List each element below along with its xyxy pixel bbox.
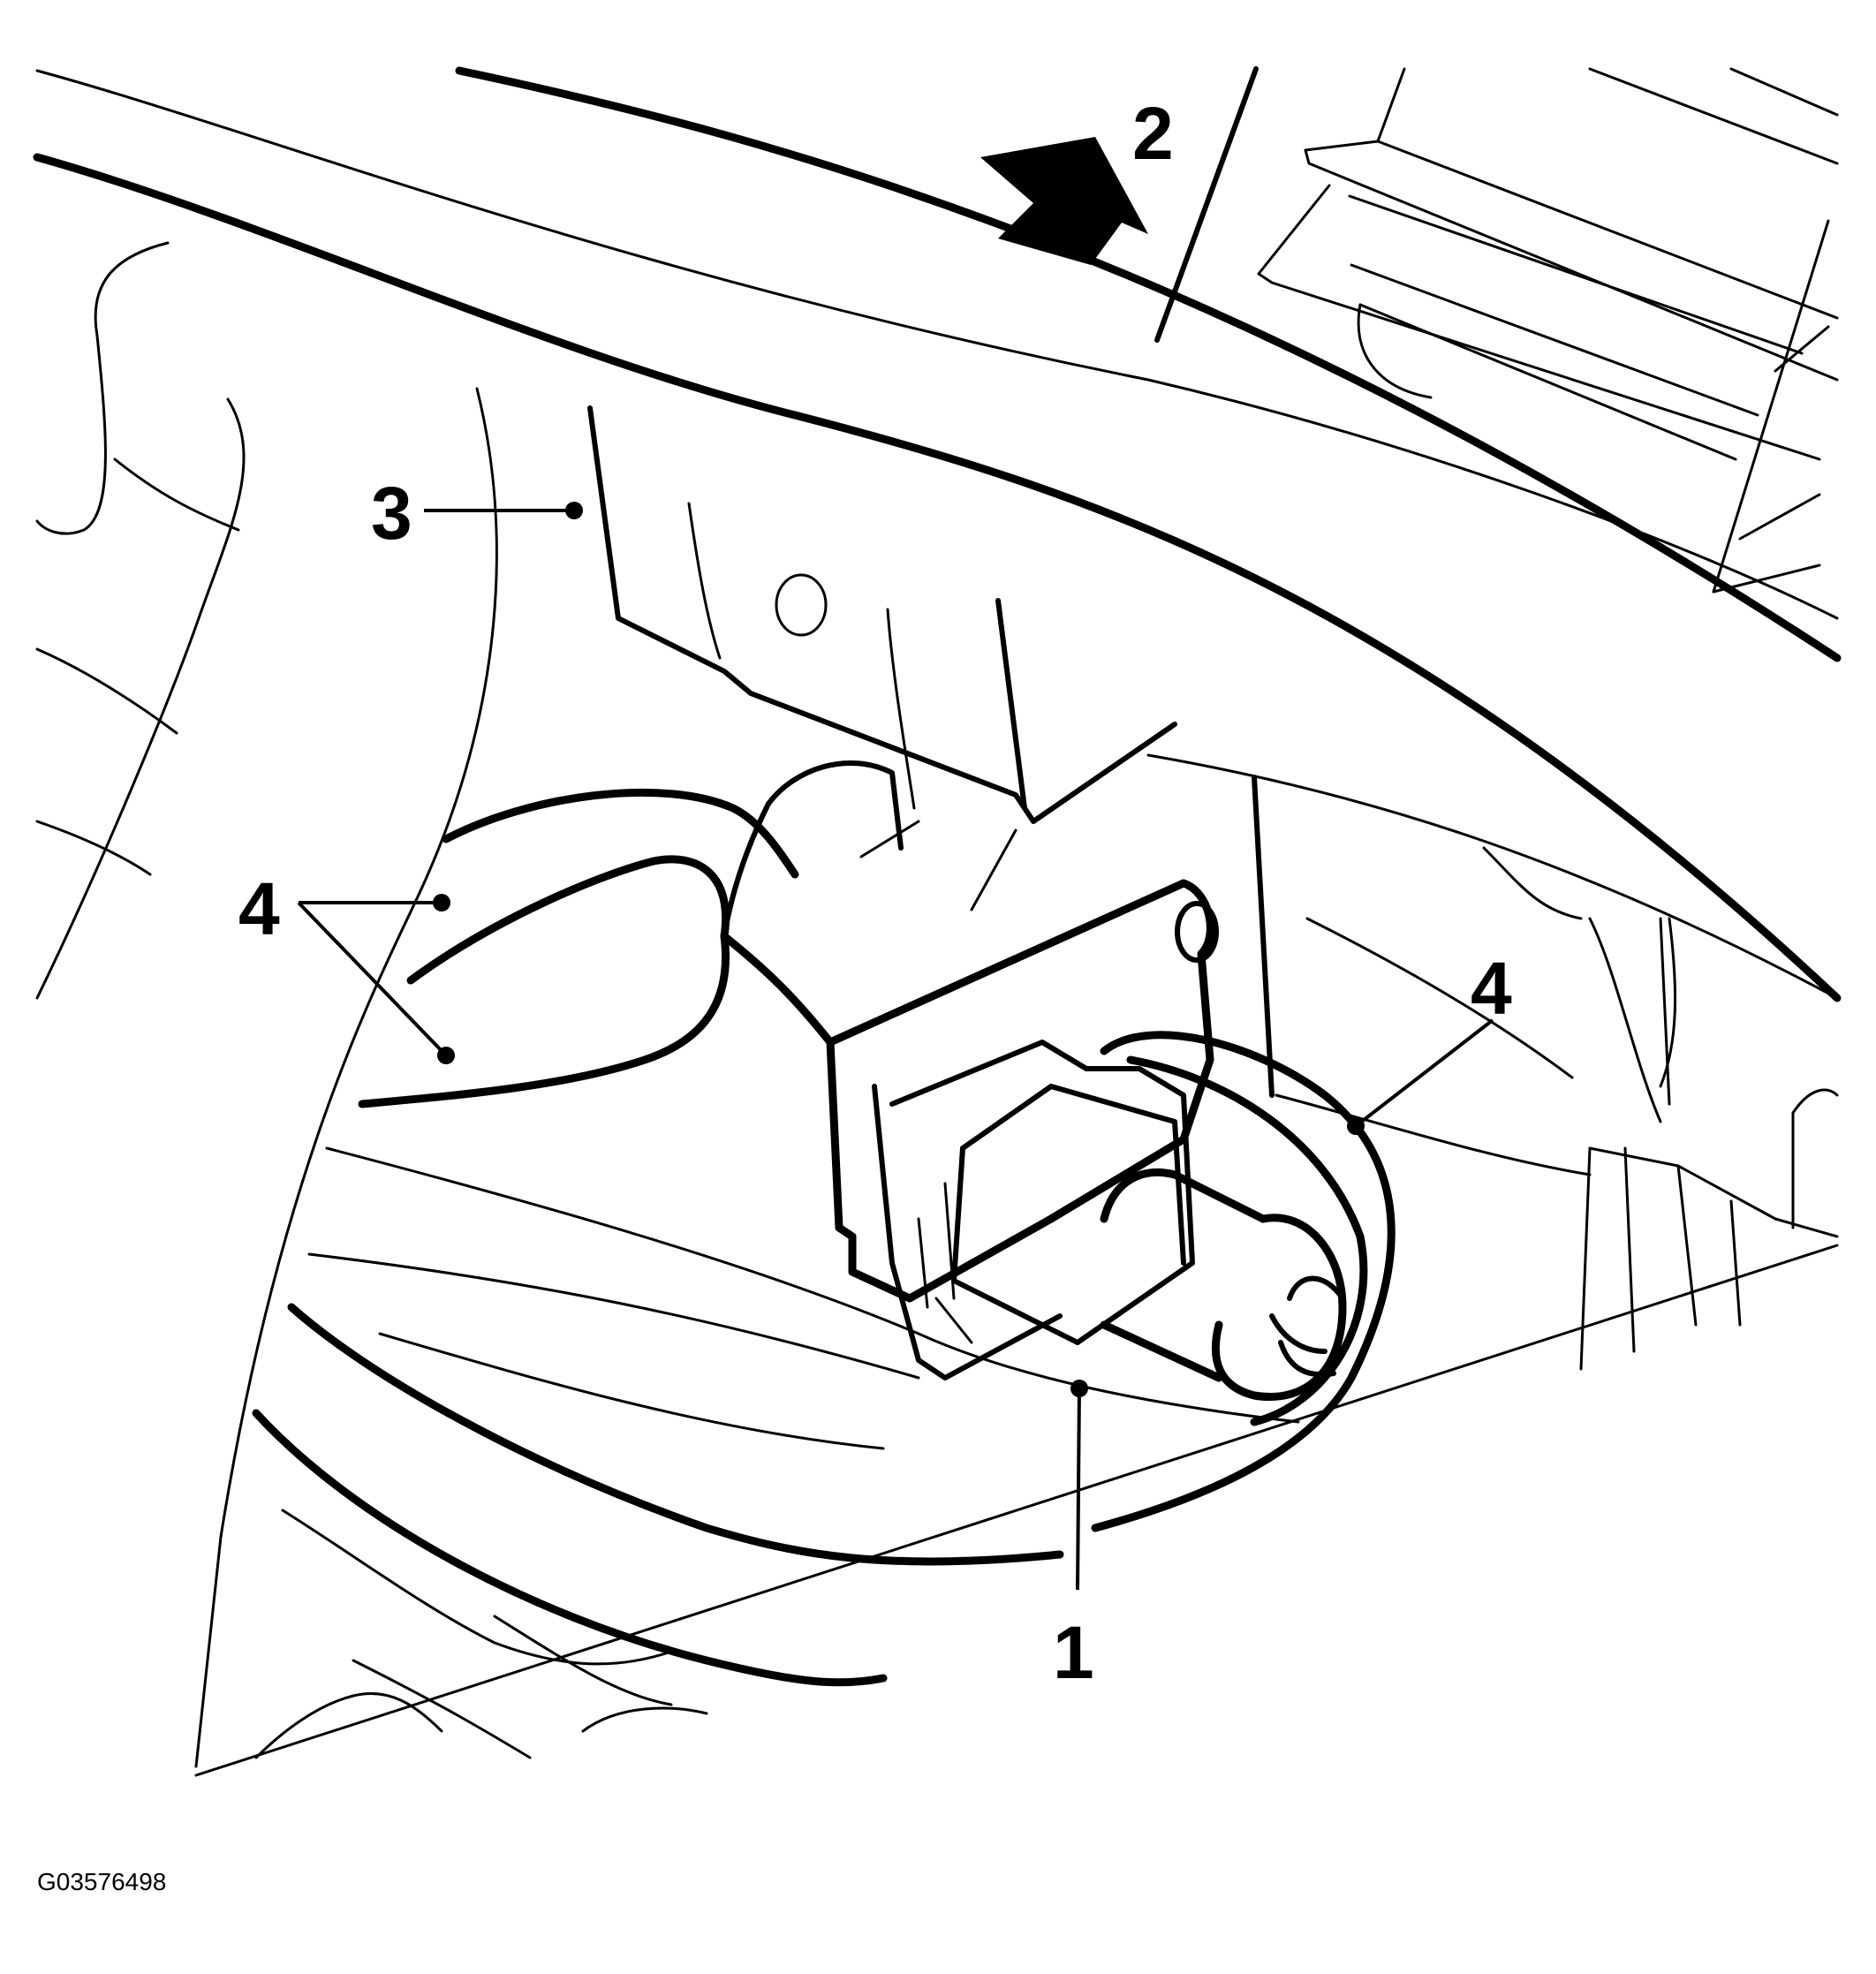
callout-1-label: 1 — [1053, 1611, 1094, 1694]
callout-1-leader — [1076, 1388, 1081, 1591]
line-art — [33, 66, 1842, 1777]
callout-4-right-dot — [1347, 1117, 1365, 1135]
callout-3-dot — [565, 502, 583, 519]
right-structure — [1252, 775, 1839, 1371]
callout-4-right: 4 — [1347, 947, 1512, 1135]
left-panel — [35, 241, 498, 1768]
up-right-arrow-icon — [980, 137, 1148, 265]
callout-4-right-label: 4 — [1471, 947, 1512, 1030]
harness-left — [358, 760, 904, 1108]
upper-right-grille — [1154, 66, 1839, 594]
upper-panel — [33, 66, 1842, 1002]
frame-cut — [194, 1244, 1839, 1777]
callout-4-left: 4 — [238, 867, 455, 1064]
callout-4-left-dot-lower — [437, 1047, 455, 1064]
bracket — [587, 405, 1177, 911]
callout-4-left-label: 4 — [238, 867, 280, 950]
callout-1: 1 — [1053, 1380, 1094, 1694]
callout-4-right-leader — [1354, 1018, 1494, 1128]
callout-3: 3 — [371, 472, 583, 555]
callout-4-left-dot-upper — [433, 894, 450, 911]
figure-id: G03576498 — [37, 1868, 166, 1895]
callout-3-label: 3 — [371, 472, 412, 555]
callout-2-label: 2 — [1132, 92, 1174, 175]
lower-harness — [252, 1146, 1300, 1687]
callout-4-left-leader-lower — [297, 901, 448, 1057]
sensor-connector — [826, 879, 1219, 1380]
callout-2: 2 — [1132, 92, 1174, 175]
plug-cylinder — [1091, 1031, 1396, 1532]
